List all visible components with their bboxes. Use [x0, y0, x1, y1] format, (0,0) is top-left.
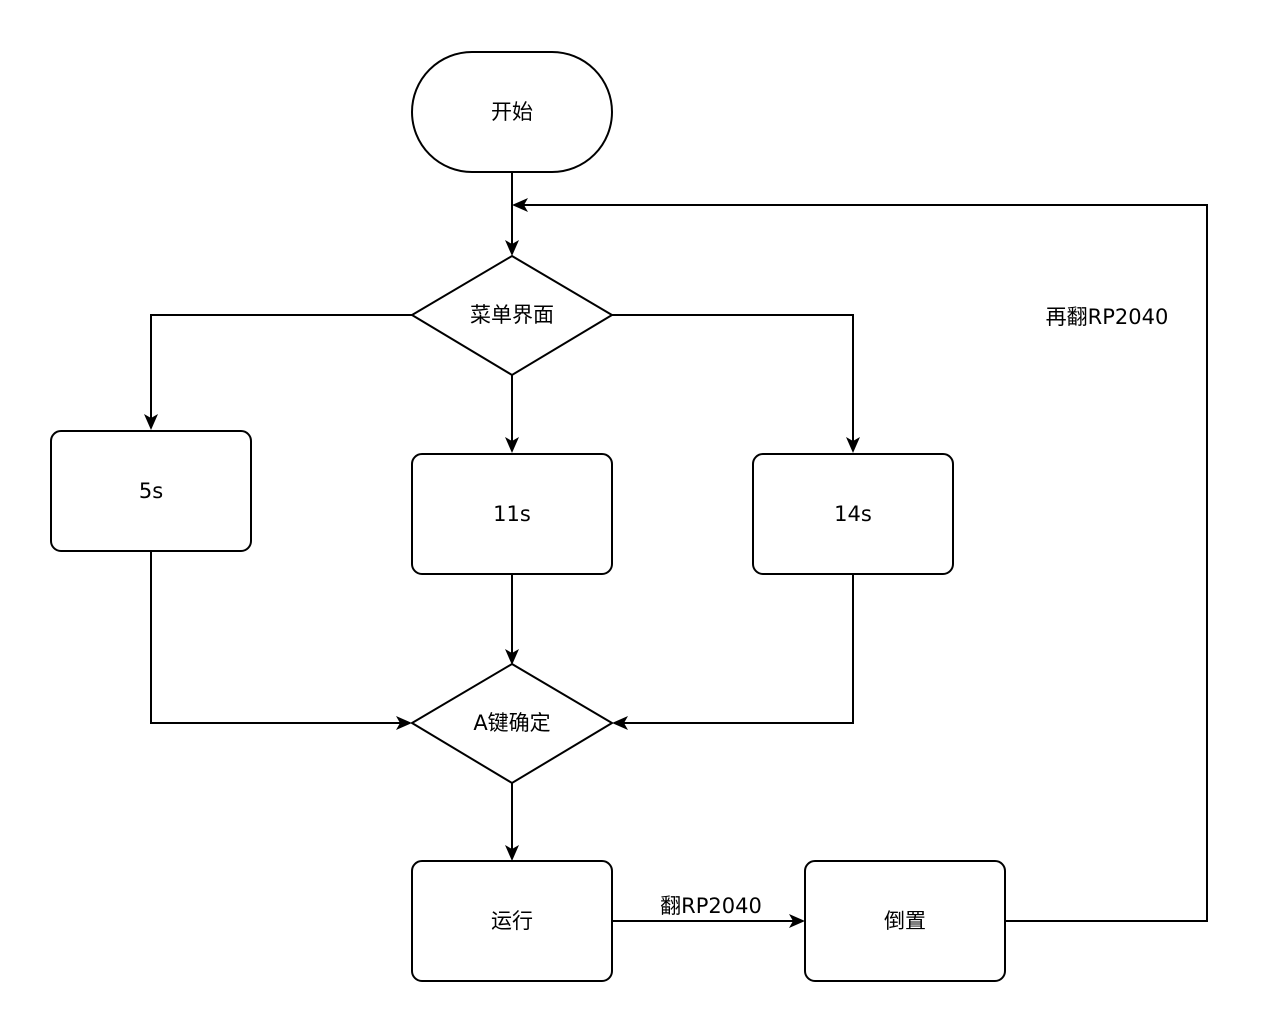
edge-start-to-menu [505, 172, 519, 256]
node-run: 运行 [411, 860, 613, 982]
node-confirm-label: A键确定 [473, 711, 550, 735]
node-run-label: 运行 [491, 909, 533, 933]
node-start-label: 开始 [491, 100, 533, 124]
edge-inverted-to-menu [512, 198, 1208, 922]
node-5s: 5s [50, 430, 252, 552]
edge-11s-to-confirm [505, 574, 519, 665]
node-14s-label: 14s [834, 502, 872, 526]
edge-label-reflip: 再翻RP2040 [1046, 305, 1169, 329]
edge-label-flip: 翻RP2040 [660, 894, 762, 918]
edge-5s-to-confirm [150, 551, 412, 730]
node-menu-decision: 菜单界面 [410, 254, 614, 377]
node-start: 开始 [411, 51, 613, 173]
edge-menu-to-5s [144, 314, 412, 430]
node-confirm-decision: A键确定 [410, 662, 614, 785]
node-11s: 11s [411, 453, 613, 575]
node-11s-label: 11s [493, 502, 531, 526]
edge-run-to-inverted [612, 914, 805, 928]
node-5s-label: 5s [139, 479, 163, 503]
node-inverted: 倒置 [804, 860, 1006, 982]
node-inverted-label: 倒置 [884, 909, 926, 933]
edge-14s-to-confirm [612, 574, 854, 730]
edge-confirm-to-run [505, 783, 519, 861]
node-14s: 14s [752, 453, 954, 575]
node-menu-label: 菜单界面 [470, 303, 554, 327]
edge-menu-to-14s [612, 314, 860, 453]
edge-menu-to-11s [505, 375, 519, 453]
